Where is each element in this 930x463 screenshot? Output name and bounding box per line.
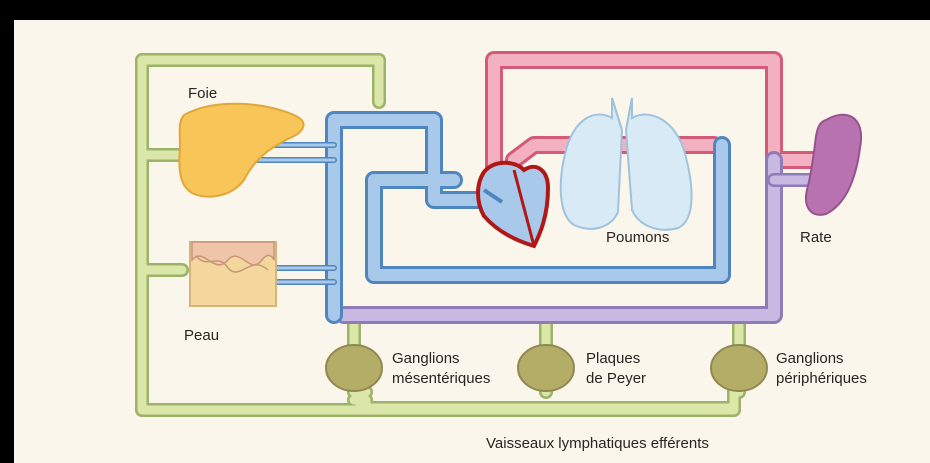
lymphatic-circulation-diagram: Foie Peau Poumons Rate Ganglions mésenté… [14, 20, 930, 463]
label-skin: Peau [184, 327, 219, 344]
heart-organ [478, 163, 548, 246]
liver-organ [179, 104, 303, 197]
lymph-node-peyer [518, 345, 574, 391]
label-peripheral-line1: Ganglions [776, 350, 844, 367]
label-lungs: Poumons [606, 229, 669, 246]
spleen-organ [806, 115, 861, 215]
label-spleen: Rate [800, 229, 832, 246]
lymph-node-peripheral [711, 345, 767, 391]
diagram-frame: Foie Peau Poumons Rate Ganglions mésenté… [14, 20, 930, 463]
label-liver: Foie [188, 85, 217, 102]
label-efferent-vessels: Vaisseaux lymphatiques efférents [486, 435, 709, 452]
label-peripheral-line2: périphériques [776, 370, 867, 387]
label-peyer-line2: de Peyer [586, 370, 646, 387]
skin-organ [190, 242, 276, 306]
lymph-node-mesenteric [326, 345, 382, 391]
label-mesenteric-line2: mésentériques [392, 370, 490, 387]
lungs-organ [561, 98, 692, 230]
label-mesenteric-line1: Ganglions [392, 350, 460, 367]
label-peyer-line1: Plaques [586, 350, 640, 367]
